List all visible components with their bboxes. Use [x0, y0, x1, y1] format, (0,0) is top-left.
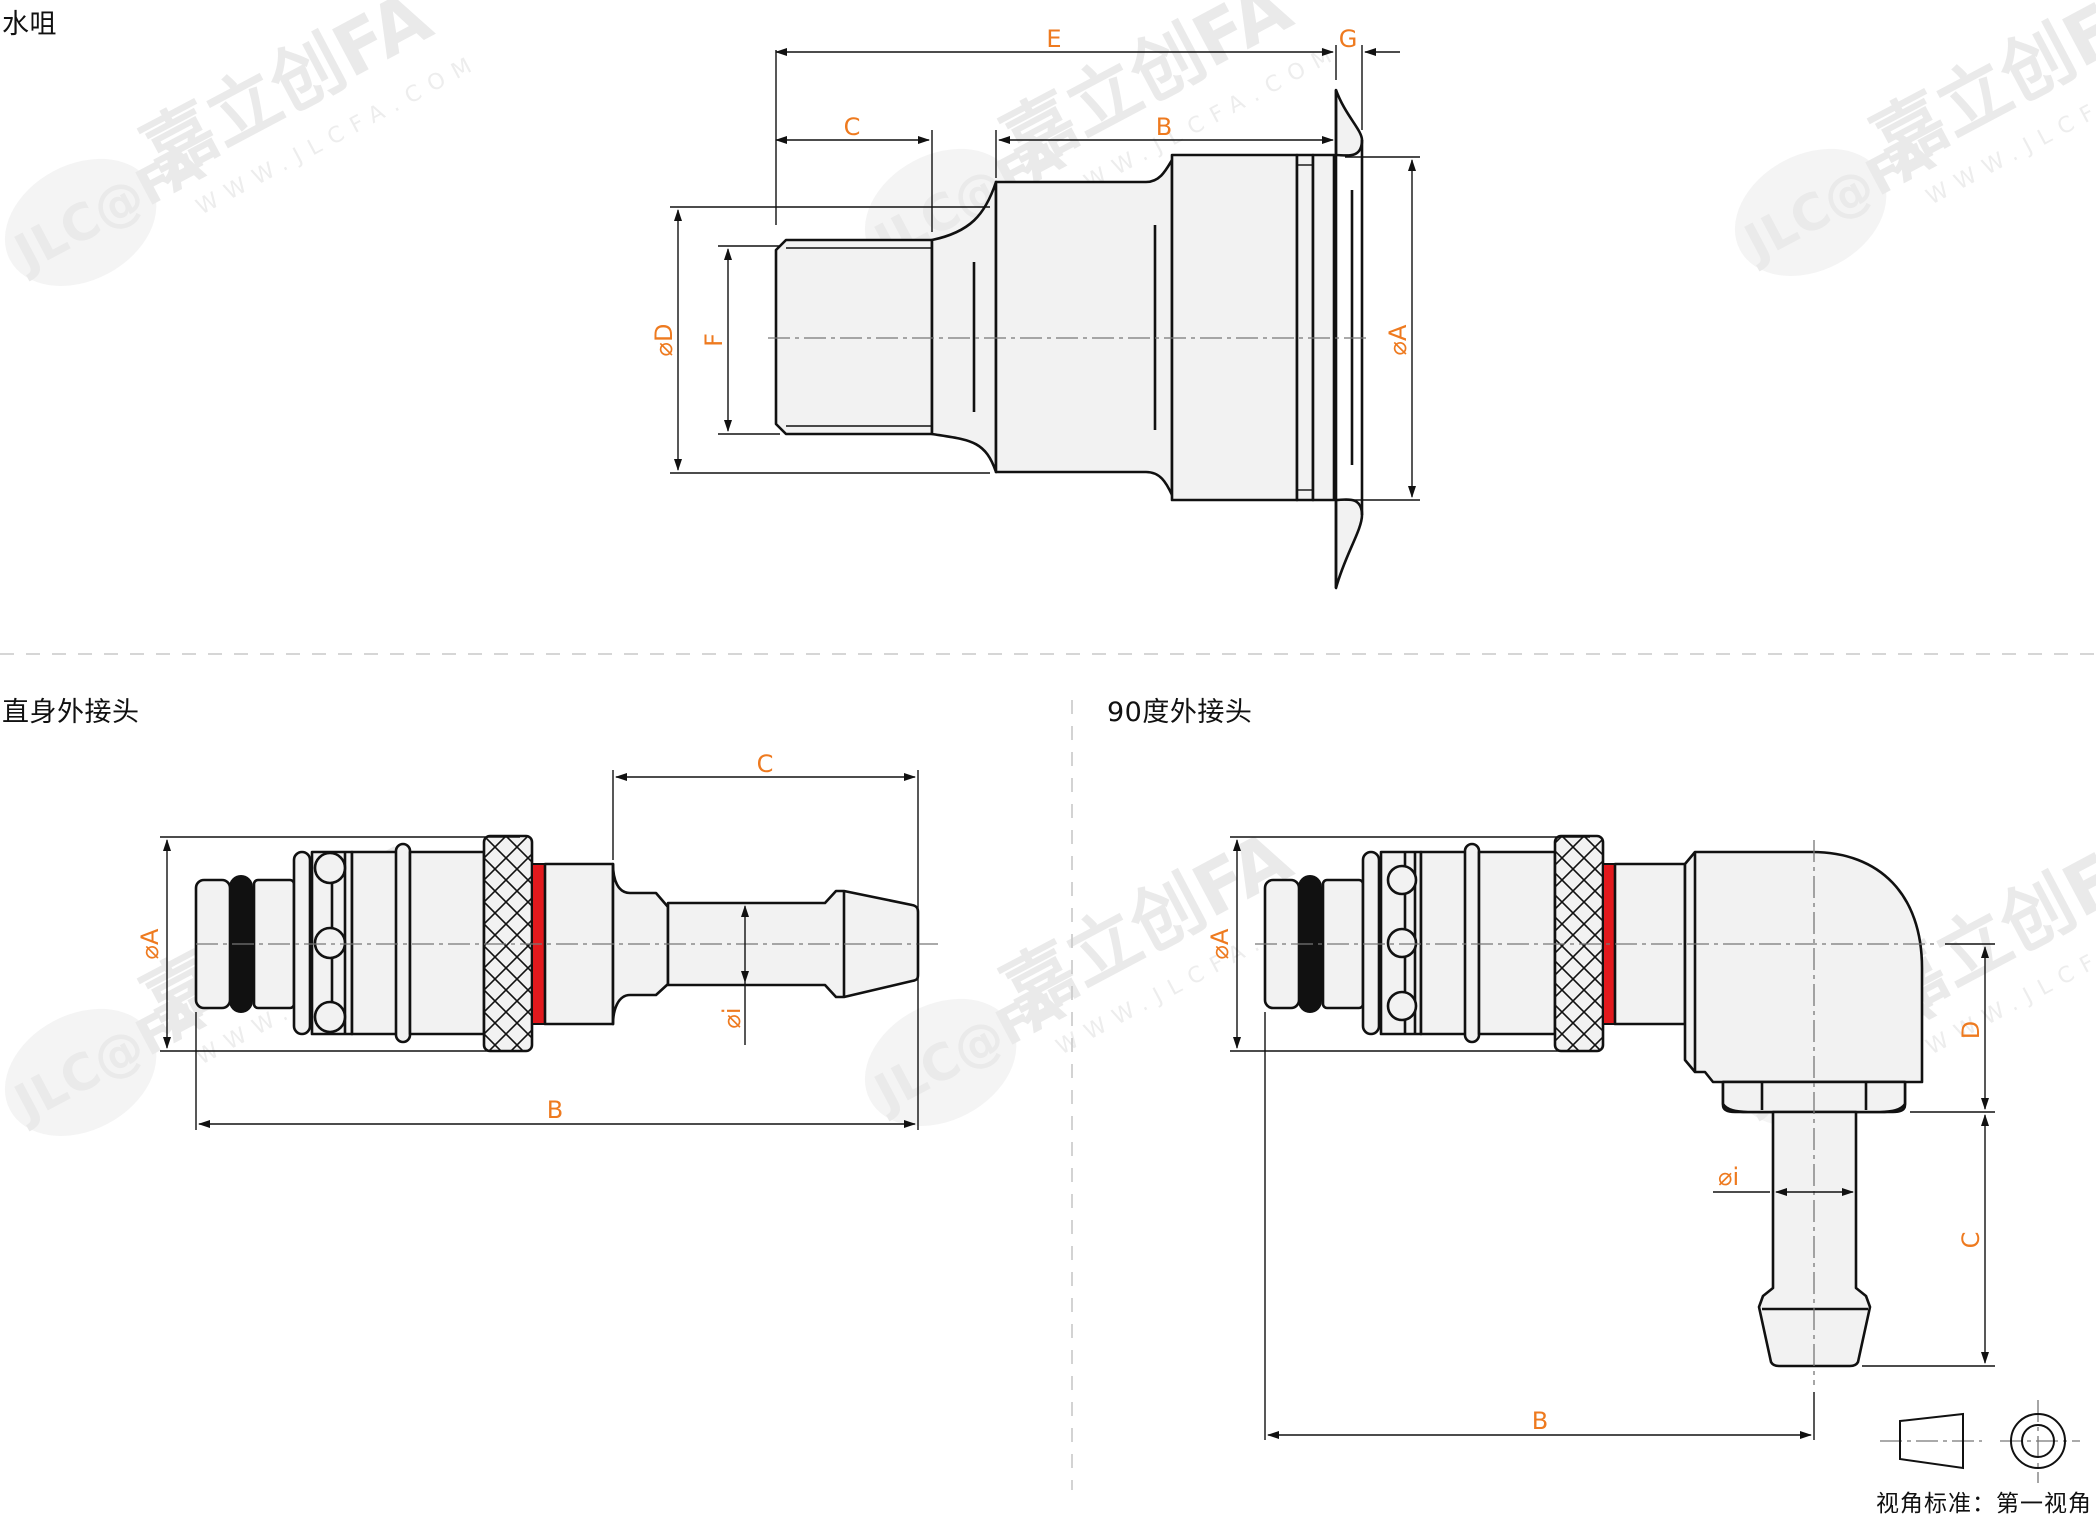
dim-label-C: C [844, 113, 861, 141]
dim-label-D: ⌀D [650, 324, 678, 357]
nozzle-main-body [994, 158, 1174, 497]
dim-label-E: E [1046, 25, 1061, 53]
elbow-dim-label-D: D [1957, 1021, 1985, 1039]
elbow-dim-label-B: B [1532, 1407, 1548, 1435]
dim-label-G: G [1339, 25, 1358, 53]
elbow-dim-label-C: C [1957, 1232, 1985, 1249]
straight-dim-label-i: ⌀i [718, 1007, 746, 1028]
first-angle-projection-symbol [1880, 1400, 2080, 1483]
dim-label-A: ⌀A [1384, 324, 1412, 355]
straight-lock-ball [313, 851, 347, 885]
elbow-dim-label-A: ⌀A [1206, 928, 1234, 959]
nozzle-threaded-tip [774, 238, 934, 436]
elbow-connector-drawing: ⌀A B D C ⌀i [1206, 834, 1995, 1440]
straight-connector-drawing: ⌀A C B ⌀i [136, 750, 940, 1130]
elbow-body [1683, 850, 1924, 1084]
nozzle-collar [1170, 153, 1299, 502]
nozzle-flange-bottom [1334, 498, 1364, 590]
nozzle-drawing: E G C B ⌀D F ⌀A [650, 25, 1420, 590]
section-title-straight-connector: 直身外接头 [2, 697, 140, 728]
section-title-elbow-connector: 90度外接头 [1107, 697, 1253, 728]
projection-inner-circle-icon [2021, 1424, 2055, 1458]
dim-label-B: B [1156, 113, 1172, 141]
straight-dim-label-B: B [547, 1096, 563, 1124]
svg-text:嘉立创FA: 嘉立创FA [1859, 0, 2096, 185]
dim-label-F: F [700, 333, 728, 347]
elbow-dim-label-i: ⌀i [1718, 1163, 1739, 1191]
straight-dim-label-A: ⌀A [136, 928, 164, 959]
straight-dim-label-C: C [757, 750, 774, 778]
projection-frustum-icon [1899, 1412, 1964, 1470]
projection-outer-circle-icon [2010, 1413, 2066, 1469]
nozzle-flange-top [1334, 88, 1364, 157]
section-title-nozzle: 水咀 [2, 9, 57, 40]
watermark-logo-3: JLC@FA 嘉立创FA WWW.JLCFA.COM [1733, 0, 2096, 276]
projection-standard-label: 视角标准：第一视角 [1876, 1491, 2092, 1517]
watermark-logo-1: JLC@FA 嘉立创FA WWW.JLCFA.COM [3, 0, 485, 286]
